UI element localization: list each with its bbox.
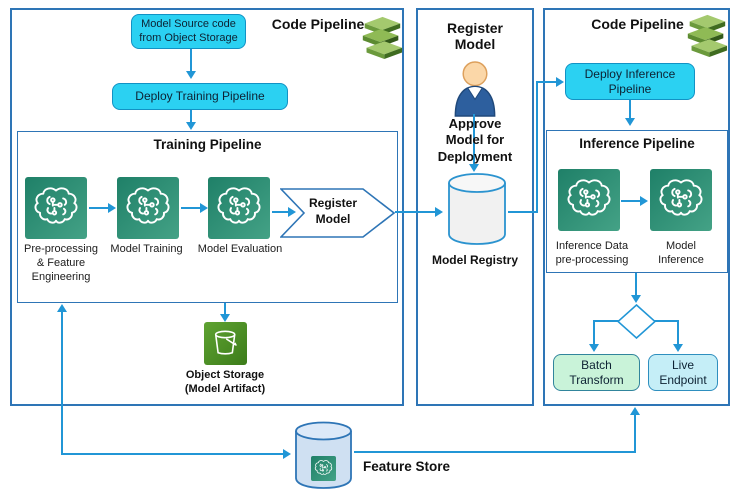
feature-store-label: Feature Store (363, 459, 451, 474)
arrowhead-down-icon (625, 118, 635, 126)
branch-left-line (594, 320, 619, 322)
arrow-training-to-storage (224, 303, 226, 316)
arrowhead-right-icon (556, 77, 564, 87)
arrow-deploy-to-training (190, 110, 192, 123)
line-registry-up (536, 81, 538, 213)
model-inference-label: Model Inference (658, 240, 704, 266)
arrowhead-down-icon (589, 344, 599, 352)
batch-transform-box: Batch Transform (553, 354, 640, 391)
left-panel-title: Code Pipeline (271, 16, 365, 32)
arrowhead-right-icon (283, 449, 291, 459)
register-model-panel-title: Register Model (446, 20, 504, 53)
brain-circuit-icon (311, 456, 336, 481)
arrowhead-up-icon (630, 407, 640, 415)
line-registry-right (508, 211, 538, 213)
model-training-step-icon (117, 177, 179, 239)
arrow-step3-to-register (272, 211, 289, 213)
arrow-inference-to-decision (635, 273, 637, 297)
register-model-chevron-label: Register Model (308, 196, 358, 226)
line-featurestore-to-right-panel (354, 451, 636, 453)
decision-diamond (617, 304, 656, 339)
feature-store-ml-icon (311, 456, 336, 481)
brain-circuit-icon (558, 169, 620, 231)
brain-circuit-icon (25, 177, 87, 239)
register-model-chevron (280, 188, 395, 238)
preprocessing-step-label: Pre-processing & Feature Engineering (24, 243, 98, 283)
arrow-register-to-registry (395, 211, 436, 213)
line-featurestore-to-training (61, 311, 63, 455)
object-storage-label: Object Storage (Model Artifact) (184, 369, 266, 395)
right-panel-title: Code Pipeline (591, 16, 684, 32)
branch-right-drop (677, 320, 679, 346)
codepipeline-icon (359, 16, 404, 59)
model-registry-label: Model Registry (431, 253, 518, 267)
training-pipeline-title: Training Pipeline (153, 137, 262, 152)
arrow-source-to-deploy (190, 49, 192, 72)
arrowhead-up-icon (57, 304, 67, 312)
arrowhead-right-icon (640, 196, 648, 206)
arrowhead-right-icon (108, 203, 116, 213)
model-source-box: Model Source code from Object Storage (131, 14, 246, 49)
approver-person-icon (454, 61, 496, 117)
codepipeline-icon (684, 14, 729, 57)
arrowhead-down-icon (631, 295, 641, 303)
brain-circuit-icon (208, 177, 270, 239)
deploy-training-pipeline-box: Deploy Training Pipeline (112, 83, 288, 110)
inference-preprocessing-step-icon (558, 169, 620, 231)
branch-right-line (654, 320, 679, 322)
object-storage-bucket-icon (204, 322, 247, 365)
arrow-step1-to-step2 (89, 207, 108, 209)
line-up-to-right-panel (634, 414, 636, 453)
branch-left-drop (593, 320, 595, 346)
preprocessing-step-icon (25, 177, 87, 239)
live-endpoint-box: Live Endpoint (648, 354, 718, 391)
arrowhead-right-icon (200, 203, 208, 213)
arrow-step2-to-step3 (181, 207, 200, 209)
model-registry-cylinder (448, 173, 506, 245)
arrowhead-right-icon (435, 207, 443, 217)
model-inference-step-icon (650, 169, 712, 231)
line-training-to-featurestore (61, 453, 284, 455)
model-evaluation-step-label: Model Evaluation (197, 243, 283, 255)
arrowhead-down-icon (469, 164, 479, 172)
arrowhead-right-icon (288, 207, 296, 217)
model-training-step-label: Model Training (110, 243, 183, 255)
inference-preprocessing-label: Inference Data pre-processing (555, 240, 629, 266)
brain-circuit-icon (117, 177, 179, 239)
arrowhead-down-icon (186, 71, 196, 79)
deploy-inference-pipeline-box: Deploy Inference Pipeline (565, 63, 695, 100)
approve-model-label: Approve Model for Deployment (437, 116, 513, 164)
arrowhead-down-icon (220, 314, 230, 322)
arrow-approve-to-registry (473, 114, 475, 166)
model-evaluation-step-icon (208, 177, 270, 239)
arrow-infstep1-to-infstep2 (621, 200, 640, 202)
line-to-deploy-inference (536, 81, 558, 83)
arrowhead-down-icon (673, 344, 683, 352)
arrow-deploy-to-inference (629, 100, 631, 120)
arrowhead-down-icon (186, 122, 196, 130)
inference-pipeline-title: Inference Pipeline (579, 136, 695, 151)
brain-circuit-icon (650, 169, 712, 231)
